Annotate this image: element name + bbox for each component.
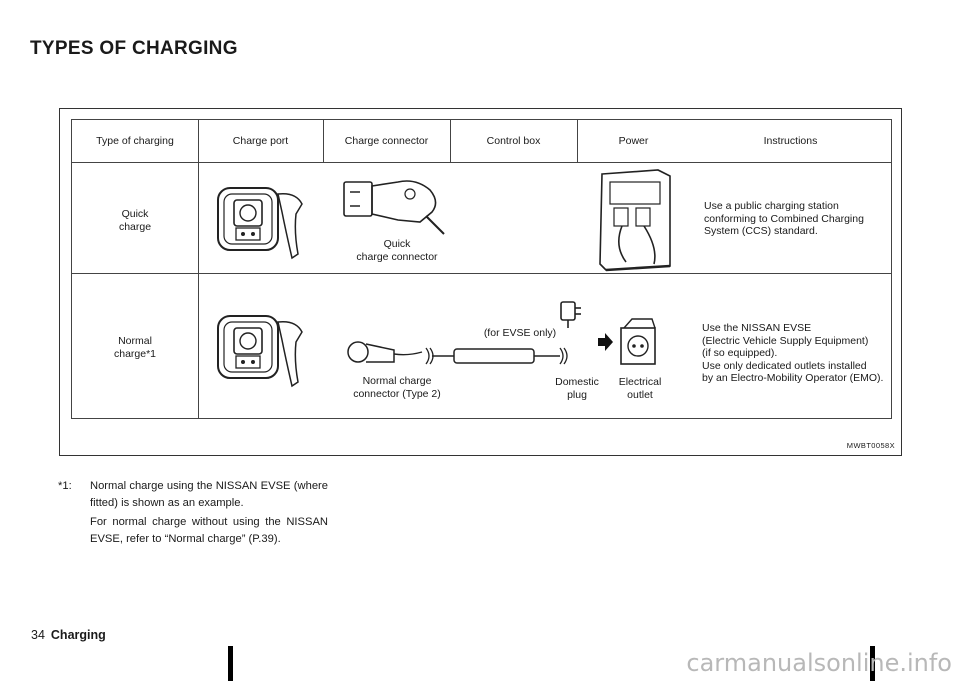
charge-port-illustration — [217, 187, 303, 260]
ccs-connector-illustration — [343, 180, 445, 235]
caption-line: Quick — [383, 238, 411, 250]
instruction-line: Use only dedicated outlets installed — [702, 359, 867, 372]
footnote-body: Normal charge using the NISSAN EVSE (whe… — [90, 478, 328, 550]
caption-line: Domestic — [555, 376, 599, 388]
arrow-right-icon — [598, 333, 613, 351]
footnote-paragraph: For normal charge without using the NISS… — [90, 516, 328, 545]
section-name: Charging — [50, 628, 106, 642]
footnote-paragraph: Normal charge using the NISSAN EVSE (whe… — [90, 480, 328, 509]
instruction-line: (Electric Vehicle Supply Equipment) — [702, 334, 869, 347]
header-charge-connector: Charge connector — [344, 135, 429, 147]
normal-connector-caption: Normal charge connector (Type 2) — [323, 375, 471, 400]
instruction-line: System (CCS) standard. — [704, 225, 818, 237]
instruction-line: conforming to Combined Charging — [704, 212, 864, 225]
type2-connector-illustration — [347, 341, 423, 363]
header-power: Power — [618, 135, 649, 147]
row-normal-type: Normal charge*1 — [72, 335, 198, 360]
quick-connector-caption: Quick charge connector — [323, 238, 471, 263]
watermark: carmanualsonline.info — [686, 649, 952, 677]
electrical-outlet-illustration — [620, 318, 656, 365]
instruction-line: by an Electro-Mobility Operator (EMO). — [702, 372, 884, 384]
page-footer: 34 Charging — [31, 628, 106, 642]
crop-mark — [228, 646, 233, 681]
header-charge-port: Charge port — [232, 135, 289, 147]
domestic-plug-icon — [560, 301, 581, 328]
column-divider — [450, 120, 451, 162]
type-line: Quick — [121, 208, 149, 220]
page-number: 34 — [31, 628, 45, 642]
quick-instructions: Use a public charging station conforming… — [704, 200, 894, 238]
charging-station-illustration — [599, 169, 671, 272]
column-divider — [323, 120, 324, 162]
instruction-line: Use a public charging station — [704, 200, 839, 212]
caption-line: charge connector — [356, 250, 438, 263]
evse-cable-illustration — [425, 347, 568, 365]
charging-types-figure: Type of charging Charge port Charge conn… — [59, 108, 902, 456]
caption-line: outlet — [627, 388, 653, 401]
header-type-of-charging: Type of charging — [96, 135, 174, 147]
normal-instructions: Use the NISSAN EVSE (Electric Vehicle Su… — [702, 322, 897, 385]
control-box-label: (for EVSE only) — [483, 327, 557, 339]
charging-types-table: Type of charging Charge port Charge conn… — [71, 119, 892, 419]
type-line: Normal — [118, 335, 152, 347]
header-instructions: Instructions — [763, 135, 818, 147]
header-divider — [72, 162, 891, 163]
instruction-line: Use the NISSAN EVSE — [702, 322, 812, 334]
caption-line: connector (Type 2) — [353, 387, 441, 400]
electrical-outlet-caption: Electrical outlet — [602, 376, 678, 401]
caption-line: Electrical — [618, 376, 662, 388]
caption-line: Normal charge — [362, 375, 432, 387]
row-divider — [72, 273, 891, 274]
caption-line: plug — [567, 388, 587, 401]
instruction-line: (if so equipped). — [702, 347, 778, 359]
type-line: charge*1 — [113, 347, 157, 360]
column-divider — [577, 120, 578, 162]
crop-mark — [870, 646, 875, 681]
figure-id: MWBT0058X — [846, 441, 895, 450]
row-quick-type: Quick charge — [72, 208, 198, 233]
header-control-box: Control box — [486, 135, 541, 147]
page-title: TYPES OF CHARGING — [30, 38, 238, 59]
column-divider — [198, 120, 199, 418]
charge-port-illustration — [217, 315, 303, 388]
type-line: charge — [118, 220, 152, 233]
footnote-mark: *1: — [58, 480, 72, 492]
domestic-plug-caption: Domestic plug — [542, 376, 612, 401]
